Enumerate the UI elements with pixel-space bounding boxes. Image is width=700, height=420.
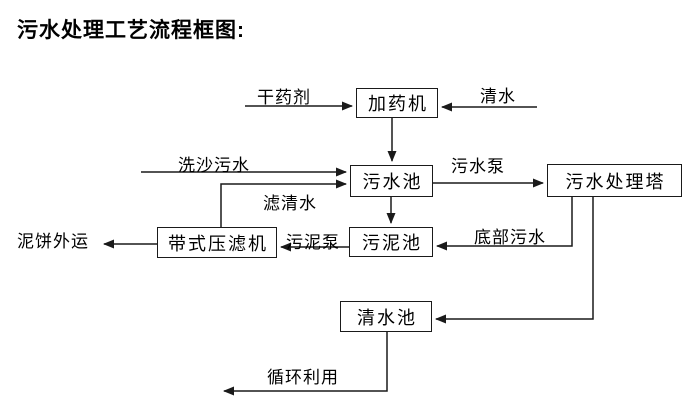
node-clean-water-pool-label: 清水池 [357, 307, 417, 328]
flow-label-filtered-water: 滤清水 [263, 194, 317, 213]
arrow-filtered-water-beltpress-to-sewage-pool [220, 179, 347, 227]
flow-label-bottom-sewage: 底部污水 [474, 228, 546, 247]
flow-label-sludge-pump: 污泥泵 [286, 233, 340, 252]
node-treatment-tower-label: 污水处理塔 [565, 171, 666, 192]
flow-label-sand-washing-sewage: 洗沙污水 [178, 156, 250, 175]
arrow-bottom-sewage-tower-to-sludge-pool [436, 197, 573, 251]
node-sewage-pool: 污水池 [350, 165, 433, 197]
flow-label-clean-water: 清水 [480, 87, 516, 106]
flow-label-recycle-use: 循环利用 [267, 368, 339, 387]
node-sludge-pool: 污泥池 [349, 227, 433, 257]
node-treatment-tower: 污水处理塔 [547, 164, 682, 197]
node-sludge-pool-label: 污泥池 [362, 233, 422, 253]
node-belt-filter-press-label: 带式压滤机 [168, 233, 268, 254]
node-dosing-machine: 加药机 [356, 88, 438, 118]
flow-label-sewage-pump: 污水泵 [451, 157, 505, 176]
node-dosing-machine-label: 加药机 [368, 94, 428, 114]
arrow-clean-water-pool-to-recycle-use [223, 332, 388, 396]
page-title: 污水处理工艺流程框图: [17, 19, 245, 42]
node-clean-water-pool: 清水池 [340, 301, 432, 332]
flow-label-dry-agent: 干药剂 [257, 88, 311, 107]
node-sewage-pool-label: 污水池 [362, 172, 423, 192]
arrow-tower-to-clean-water-pool [435, 197, 594, 324]
node-belt-filter-press: 带式压滤机 [157, 227, 277, 258]
flow-label-mud-cake-outbound: 泥饼外运 [17, 232, 89, 251]
